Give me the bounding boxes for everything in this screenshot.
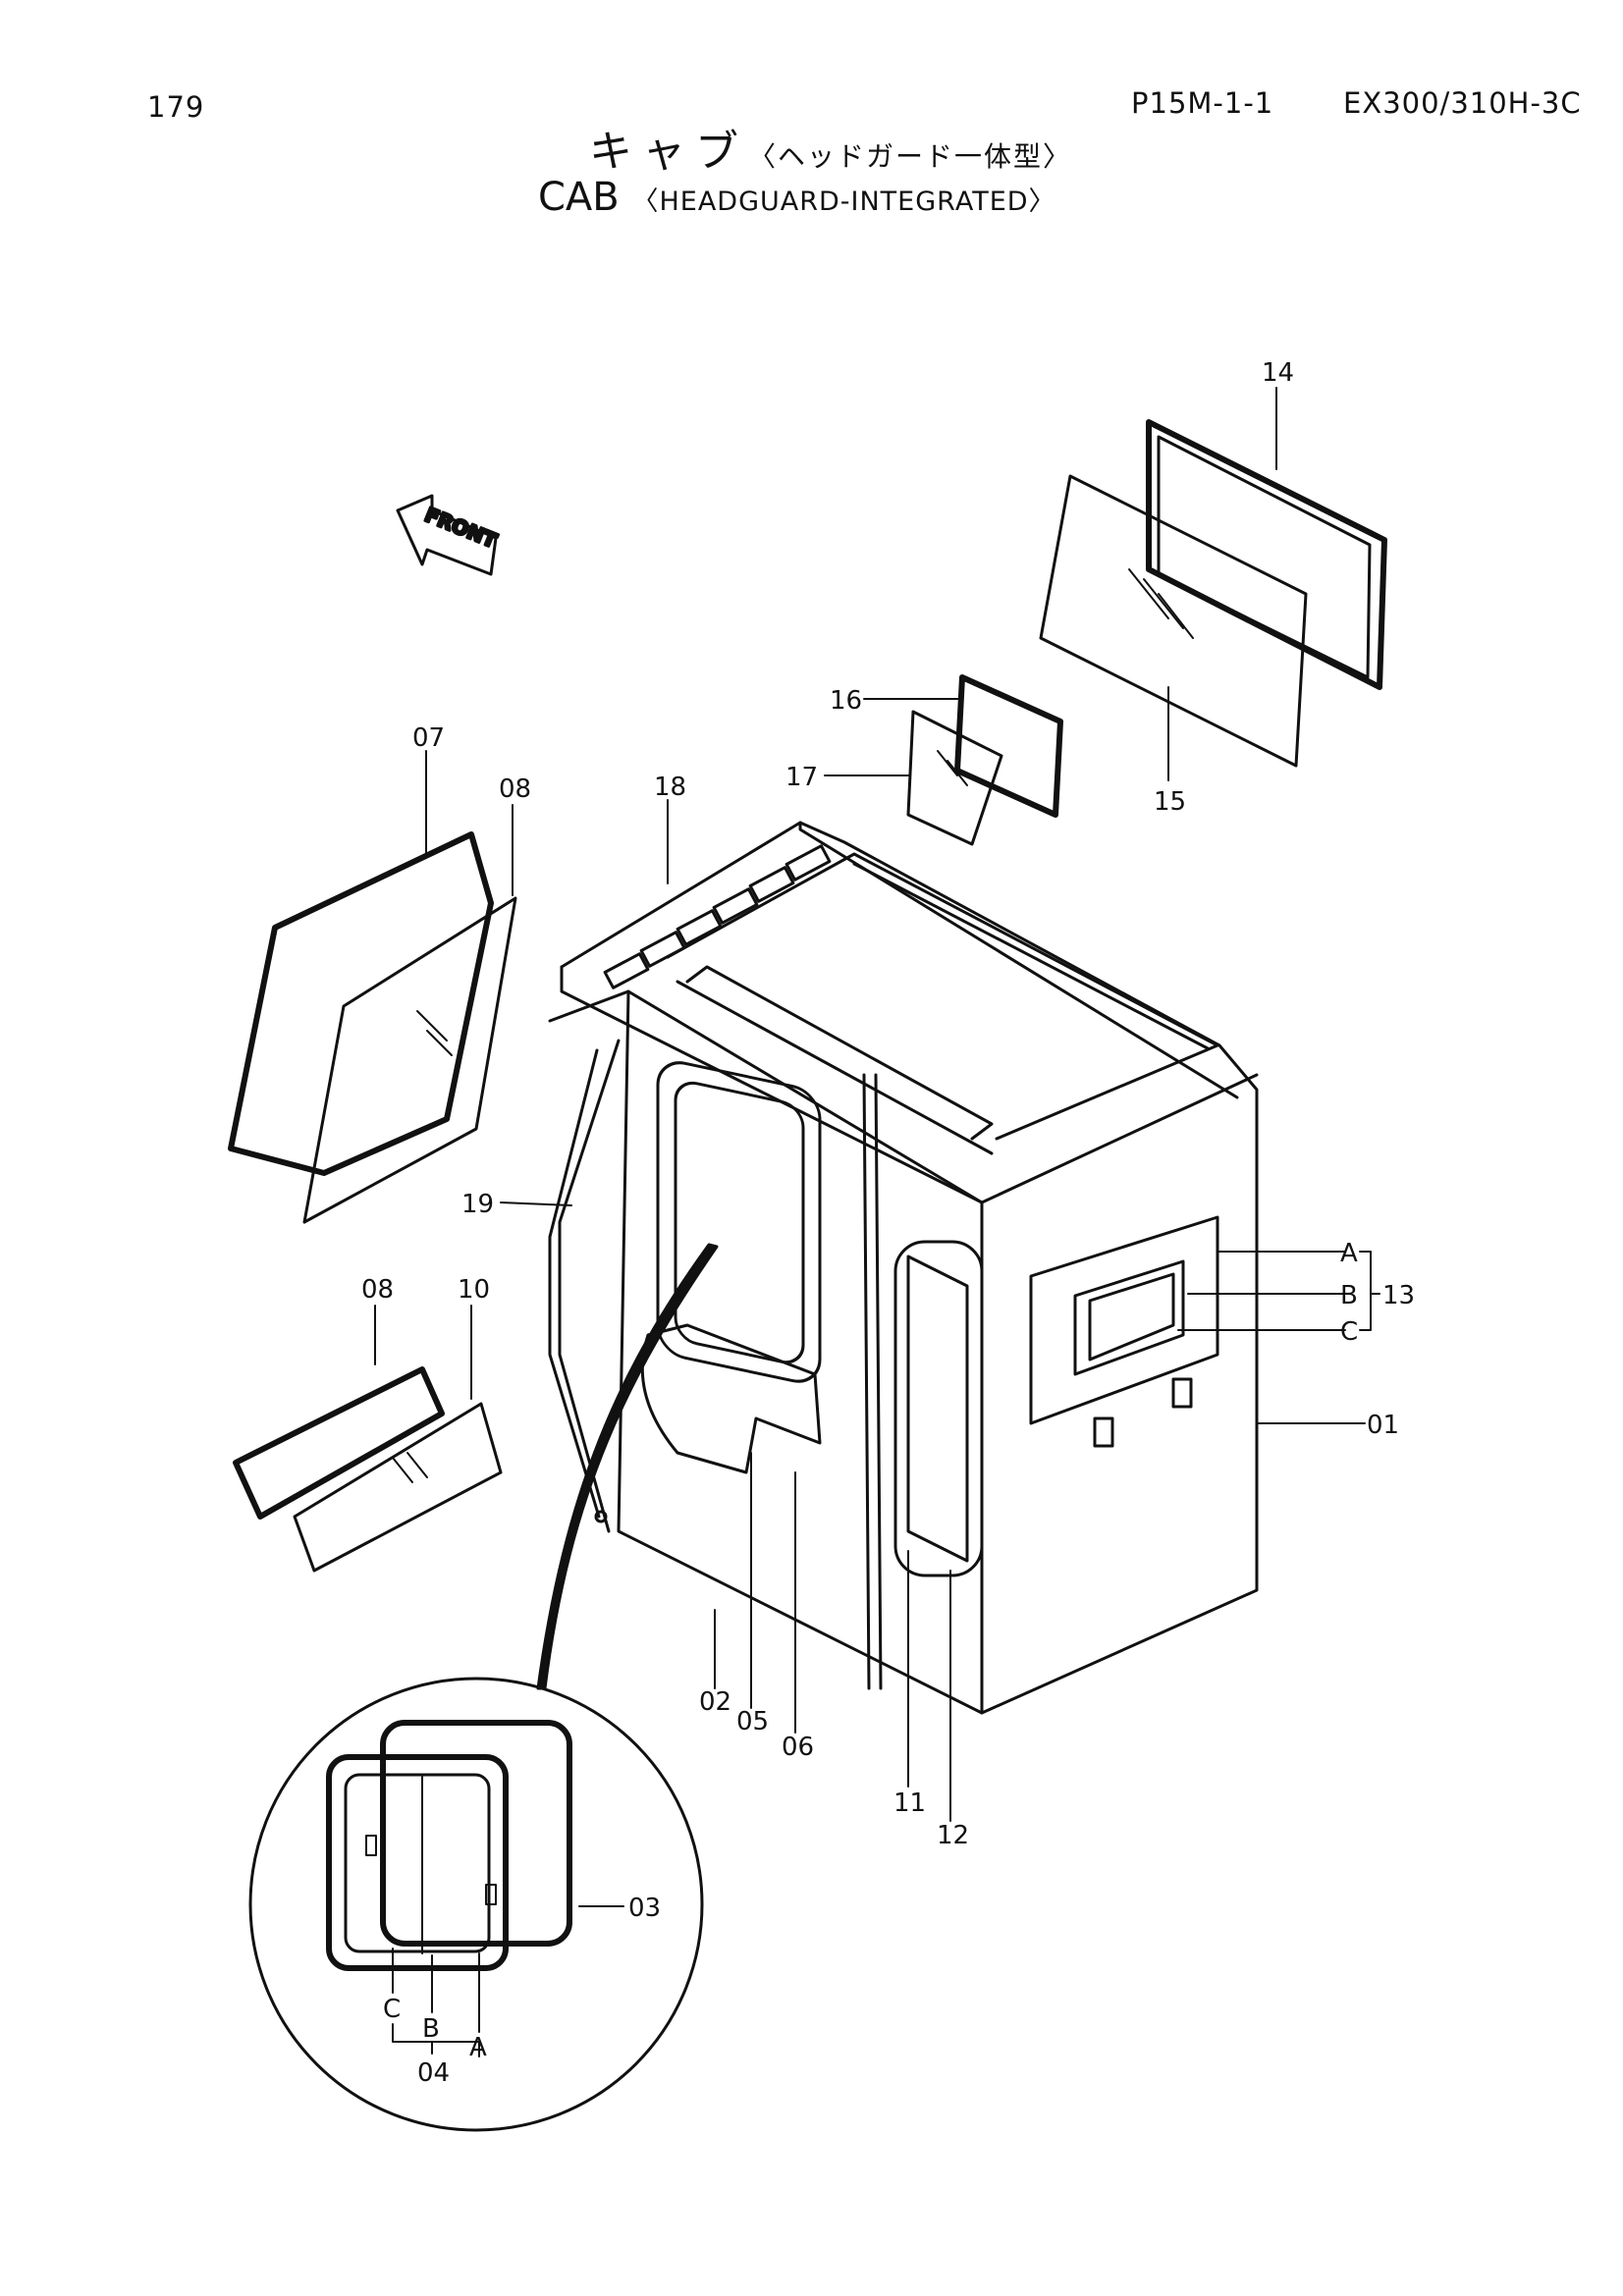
callout-08-lower: 08	[361, 1275, 394, 1305]
callout-16: 16	[830, 686, 862, 716]
leader-lines	[374, 387, 1380, 2057]
callout-01: 01	[1367, 1411, 1399, 1440]
callout-02: 02	[699, 1687, 731, 1717]
callout-04-a: A	[469, 2033, 487, 2062]
title-jp-main: キャブ	[589, 127, 748, 177]
callout-03: 03	[628, 1894, 661, 1923]
callout-06: 06	[782, 1733, 814, 1762]
callout-18: 18	[654, 773, 686, 802]
callout-15: 15	[1154, 787, 1186, 817]
callout-04-c: C	[383, 1995, 401, 2024]
callout-07: 07	[412, 723, 445, 753]
callout-19: 19	[461, 1190, 494, 1219]
callout-17: 17	[785, 763, 818, 792]
callout-labels: 14 15 16 17 18 07 08 19 08 10 A B C 13 0…	[361, 358, 1415, 2088]
callout-04-b: B	[422, 2014, 440, 2044]
callout-12: 12	[937, 1821, 969, 1850]
cab-body	[536, 821, 1259, 1715]
detail-magnified-view	[248, 1677, 704, 2132]
callout-13-a: A	[1340, 1239, 1358, 1268]
callout-14: 14	[1262, 358, 1294, 388]
page-number: 179	[147, 90, 205, 124]
title-en-main: CAB	[538, 175, 620, 220]
model-name: EX300/310H-3C	[1343, 86, 1582, 120]
reference-code: P15M-1-1	[1131, 86, 1274, 120]
part-lower-left-window	[233, 1366, 503, 1573]
callout-11: 11	[893, 1789, 926, 1818]
title-english: CAB 〈HEADGUARD-INTEGRATED〉	[538, 175, 1056, 220]
callout-10: 10	[458, 1275, 490, 1305]
callout-04: 04	[417, 2058, 450, 2088]
title-jp-sub: 〈ヘッドガード一体型〉	[748, 140, 1073, 173]
callout-13-c: C	[1340, 1317, 1358, 1347]
callout-13: 13	[1382, 1281, 1415, 1310]
callout-05: 05	[736, 1707, 769, 1736]
front-arrow-icon: FRONT	[396, 494, 502, 576]
title-japanese: キャブ〈ヘッドガード一体型〉	[589, 116, 1072, 179]
callout-08-upper: 08	[499, 774, 531, 804]
callout-13-b: B	[1340, 1281, 1358, 1310]
part-upper-left-window	[228, 831, 517, 1224]
title-en-sub: 〈HEADGUARD-INTEGRATED〉	[631, 187, 1056, 217]
front-arrow-label: FRONT	[421, 503, 500, 553]
part-small-window	[906, 674, 1063, 846]
part-rear-window	[1039, 419, 1387, 768]
